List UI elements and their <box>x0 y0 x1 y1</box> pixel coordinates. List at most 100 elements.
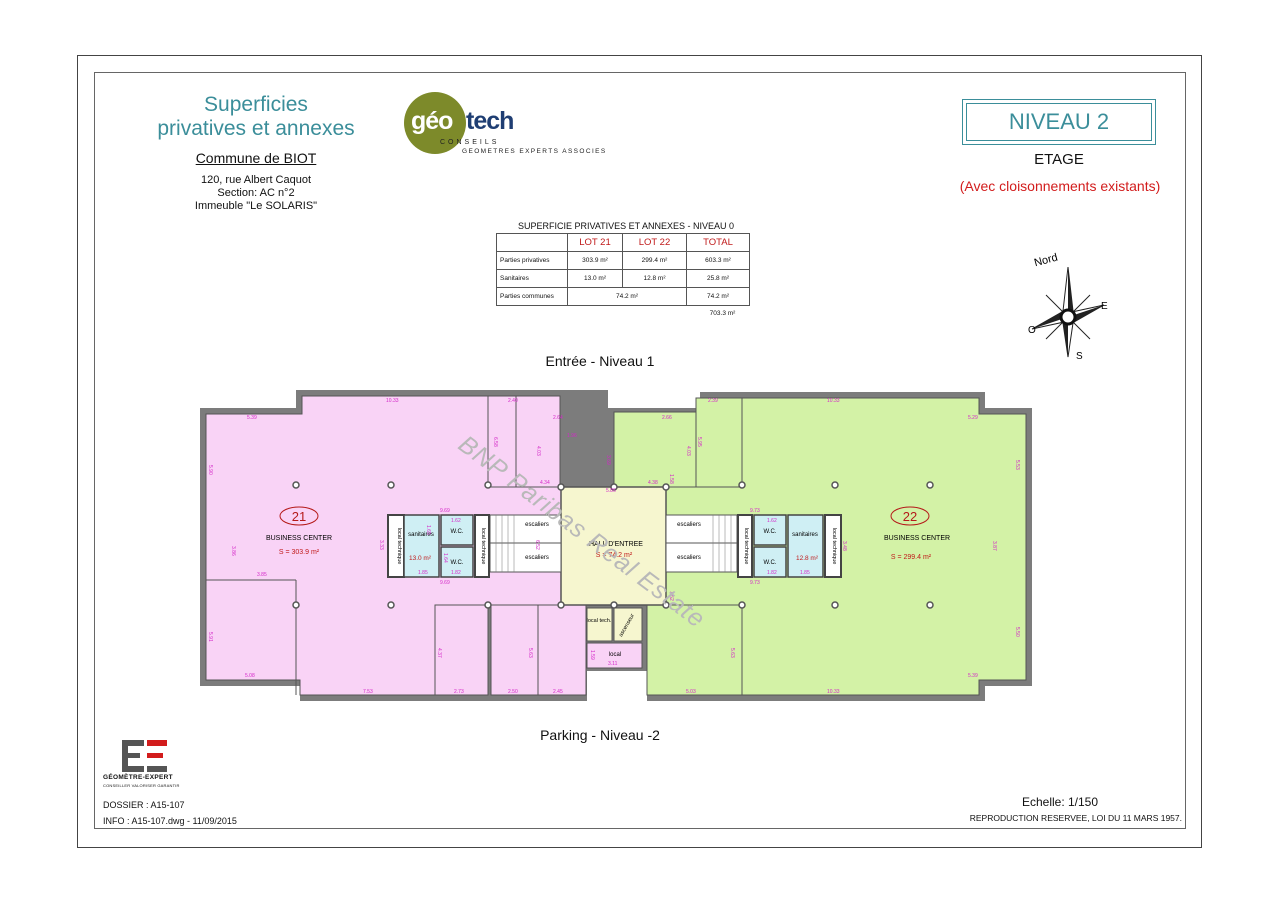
title-line-1: Superficies <box>204 93 308 116</box>
dimension-label: 9.69 <box>440 508 450 514</box>
logo-conseils-text: CONSEILS <box>440 139 500 146</box>
dimension-label: 1.96 <box>567 433 577 439</box>
dimension-label: 1.62 <box>451 518 461 524</box>
dimension-label: 3.69 <box>605 455 611 465</box>
dimensions-hall: 5.86 3.11 1.59 <box>589 488 618 667</box>
dimension-label: 1.85 <box>800 570 810 576</box>
dimension-label: 2.66 <box>662 415 672 421</box>
lot-22-office <box>613 411 697 488</box>
sanitary-22-label: sanitaires <box>792 532 818 538</box>
reproduction-notice: REPRODUCTION RESERVEE, LOI DU 11 MARS 19… <box>969 813 1182 823</box>
dimension-label: 2.40 <box>508 398 518 404</box>
logo-subtitle: GEOMETRES EXPERTS ASSOCIES <box>462 148 607 155</box>
wc-22a-label: W.C. <box>764 529 777 535</box>
compass-rose-icon: Nord E S O <box>1028 252 1108 360</box>
lot-21-badge <box>279 506 319 526</box>
logo-geo-text: géo <box>411 107 453 135</box>
lot-22-office <box>646 604 743 696</box>
dimension-label: 10.33 <box>827 689 840 695</box>
stair-steps <box>712 515 732 572</box>
wc-22a <box>753 514 787 546</box>
wc-21b <box>440 546 474 578</box>
scale-label: Echelle: 1/150 <box>1021 795 1099 809</box>
lot-21-office <box>434 604 489 696</box>
dimension-label: 7.53 <box>363 689 373 695</box>
address-line-1: 120, rue Albert Caquot <box>200 174 312 186</box>
outer-frame <box>77 55 1202 848</box>
dimension-label: 5.53 <box>1014 460 1020 470</box>
dimension-label: 5.08 <box>245 673 255 679</box>
dimension-label: 5.63 <box>527 648 533 658</box>
dimension-label: 4.34 <box>540 480 550 486</box>
dimension-label: 1.65 <box>425 525 431 535</box>
sanitary-21-label: sanitaires <box>408 532 434 538</box>
local-technique-label: local technique <box>396 528 402 565</box>
dimension-label: 4.03 <box>685 446 691 456</box>
local-technique-label: local technique <box>831 528 837 565</box>
commune-name: Commune de BIOT <box>195 150 317 166</box>
logo-tech-text: tech <box>466 107 514 135</box>
local-technique-label: local technique <box>480 528 486 565</box>
sanitary-21 <box>403 514 440 578</box>
dimension-label: 6.58 <box>492 437 498 447</box>
lot-21-area-label: S = 303.9 m² <box>279 549 320 556</box>
stairs-label: escaliers <box>525 522 549 528</box>
dimension-label: 1.62 <box>767 518 777 524</box>
dimension-label: 1.64 <box>442 553 448 563</box>
dimension-label: 5.39 <box>968 673 978 679</box>
dossier-number: DOSSIER : A15-107 <box>103 800 185 810</box>
address-line-2: Section: AC n°2 <box>217 187 295 199</box>
level-name: NIVEAU 2 <box>966 103 1152 141</box>
wc-22b <box>753 546 787 578</box>
geometre-expert-title: GÉOMÈTRE-EXPERT <box>103 774 173 781</box>
dimension-label: 4.37 <box>436 648 442 658</box>
dimension-label: 5.86 <box>606 488 616 494</box>
dimension-label: 6.52 <box>534 540 540 550</box>
sanitary-21-area: 13.0 m² <box>409 555 432 562</box>
dimension-label: 1.82 <box>767 570 777 576</box>
dimension-label: 1.58 <box>668 474 674 484</box>
local-technique-label: local technique <box>743 528 749 565</box>
area-table: LOT 21 LOT 22 TOTAL Parties privatives 3… <box>496 233 750 306</box>
file-info: INFO : A15-107.dwg - 11/09/2015 <box>103 816 237 826</box>
dimension-label: 5.95 <box>696 437 702 447</box>
compass-east-label: E <box>1101 301 1108 312</box>
dimension-label: 3.85 <box>257 572 267 578</box>
lot-22-area-label: S = 299.4 m² <box>891 554 932 561</box>
dimension-label: 5.50 <box>1014 627 1020 637</box>
compass-north-label: Nord <box>1033 252 1059 270</box>
lot-21-name: BUSINESS CENTER <box>266 535 332 542</box>
geometre-expert-logo-icon <box>122 740 167 772</box>
wc-21b-label: W.C. <box>451 560 464 566</box>
wc-22b-label: W.C. <box>764 560 777 566</box>
dimension-label: 1.85 <box>418 570 428 576</box>
inner-frame <box>94 72 1186 829</box>
dimension-label: 5.63 <box>729 648 735 658</box>
address-line-3: Immeuble "Le SOLARIS" <box>194 200 318 212</box>
table-row: Parties privatives 303.9 m² 299.4 m² 603… <box>496 251 750 270</box>
dimension-label: 2.39 <box>708 398 718 404</box>
floor-label: ETAGE <box>1034 151 1084 168</box>
area-table-title: SUPERFICIE PRIVATIVES ET ANNEXES - NIVEA… <box>517 221 735 231</box>
partition-note: (Avec cloisonnements existants) <box>959 178 1161 194</box>
dimension-label: 9.73 <box>750 580 760 586</box>
dimension-label: 3.87 <box>991 541 997 551</box>
dimension-label: 2.73 <box>454 689 464 695</box>
geometre-expert-subtitle: CONSEILLER VALORISER GARANTIR <box>103 783 180 788</box>
table-cell-label: Parties communes <box>496 287 568 306</box>
lot-21-number: 21 <box>292 509 306 524</box>
dimension-label: 4.03 <box>535 446 541 456</box>
local-room <box>586 642 643 669</box>
wc-21a-label: W.C. <box>451 529 464 535</box>
wc-21a <box>440 514 474 546</box>
dimension-label: 2.45 <box>553 689 563 695</box>
lot-22-name: BUSINESS CENTER <box>884 535 950 542</box>
table-cell: 74.2 m² <box>686 287 750 306</box>
grand-total: 703.3 m² <box>709 310 736 317</box>
geotech-logo-circle <box>404 92 466 154</box>
lot-22-number: 22 <box>903 509 917 524</box>
stairs-label: escaliers <box>677 522 701 528</box>
compass-south-label: S <box>1076 351 1083 360</box>
local-label: local <box>609 652 621 658</box>
